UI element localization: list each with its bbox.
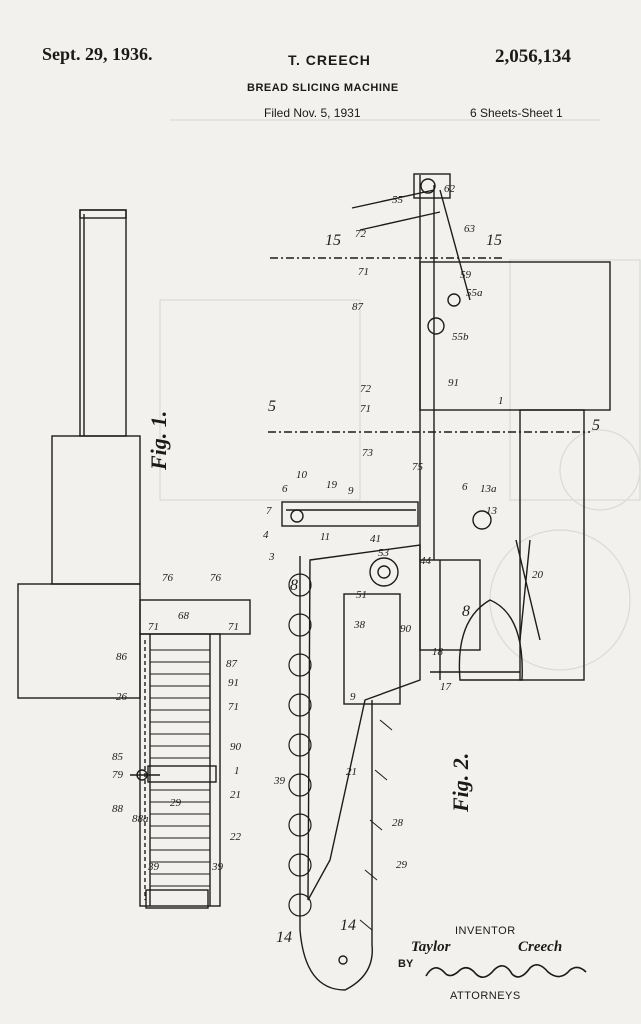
svg-text:85: 85 [112,751,124,763]
svg-text:91: 91 [228,677,239,689]
svg-text:55: 55 [392,194,404,206]
svg-text:68: 68 [178,610,190,622]
svg-text:62: 62 [444,183,456,195]
bleed-through-shadow [159,119,641,671]
figure-2-drawing [268,173,611,991]
section-line-marks: 15 15 5 5 8 8 14 14 [268,232,600,946]
svg-text:88: 88 [112,803,124,815]
inventor-last-name: Creech [518,939,563,955]
svg-text:71: 71 [148,621,159,633]
svg-text:53: 53 [378,547,390,559]
svg-text:14: 14 [276,929,292,946]
svg-text:8: 8 [462,603,470,620]
svg-text:41: 41 [370,533,381,545]
svg-text:4: 4 [263,529,269,541]
svg-text:55a: 55a [466,287,483,299]
svg-text:90: 90 [230,741,242,753]
svg-text:76: 76 [162,572,174,584]
svg-text:38: 38 [353,619,366,631]
svg-text:91: 91 [448,377,459,389]
svg-text:87: 87 [352,301,364,313]
svg-text:71: 71 [360,403,371,415]
svg-text:73: 73 [362,447,374,459]
svg-text:29: 29 [396,859,408,871]
svg-text:72: 72 [360,383,372,395]
filed-date: Filed Nov. 5, 1931 [264,106,361,120]
svg-text:21: 21 [346,766,357,778]
svg-text:29: 29 [170,797,182,809]
inventor-name-header: T. CREECH [288,52,371,68]
svg-text:6: 6 [462,481,468,493]
svg-text:72: 72 [355,228,367,240]
svg-text:39: 39 [273,775,286,787]
svg-text:15: 15 [325,232,341,249]
svg-text:9: 9 [348,485,354,497]
svg-text:79: 79 [112,769,124,781]
svg-text:10: 10 [296,469,308,481]
svg-text:86: 86 [116,651,128,663]
svg-text:14: 14 [340,917,356,934]
sheet-count: 6 Sheets-Sheet 1 [470,106,563,120]
attorneys-label: ATTORNEYS [450,990,521,1002]
svg-text:39: 39 [147,861,160,873]
svg-text:18: 18 [432,646,444,658]
figure-1-drawing [17,209,251,909]
svg-text:13: 13 [486,505,498,517]
svg-text:51: 51 [356,589,367,601]
svg-text:6: 6 [282,483,288,495]
svg-text:8: 8 [290,577,298,594]
svg-text:5: 5 [268,398,276,415]
svg-text:39: 39 [211,861,224,873]
svg-text:55b: 55b [452,331,469,343]
svg-text:1: 1 [498,395,504,407]
svg-text:20: 20 [532,569,544,581]
svg-text:22: 22 [230,831,242,843]
svg-text:11: 11 [320,531,330,543]
svg-text:7: 7 [266,505,272,517]
svg-text:3: 3 [268,551,275,563]
svg-text:19: 19 [326,479,338,491]
inventor-label: INVENTOR [455,925,516,937]
svg-text:75: 75 [412,461,424,473]
attorney-signature [425,964,587,978]
svg-text:90: 90 [400,623,412,635]
svg-text:59: 59 [460,269,472,281]
svg-text:28: 28 [392,817,404,829]
by-label: BY [398,958,414,970]
svg-text:44: 44 [420,555,432,567]
svg-text:21: 21 [230,789,241,801]
svg-text:15: 15 [486,232,502,249]
figure-1-label: Fig. 1. [146,410,171,470]
svg-text:5: 5 [592,417,600,434]
patent-date: Sept. 29, 1936. [42,44,153,64]
svg-text:88a: 88a [132,813,149,825]
svg-text:13a: 13a [480,483,497,495]
patent-title: BREAD SLICING MACHINE [247,82,399,94]
svg-text:63: 63 [464,223,476,235]
figure-1-reference-numerals: 76 76 68 71 71 86 87 91 26 71 85 79 88 88a 90 1 21… [112,572,242,873]
svg-text:87: 87 [226,658,238,670]
svg-text:17: 17 [440,681,452,693]
inventor-first-name: Taylor [411,939,451,955]
svg-text:71: 71 [228,621,239,633]
patent-number: 2,056,134 [495,46,571,67]
svg-text:71: 71 [358,266,369,278]
figure-2-label: Fig. 2. [448,752,473,812]
svg-text:76: 76 [210,572,222,584]
svg-text:1: 1 [234,765,240,777]
svg-text:9: 9 [350,691,356,703]
svg-text:71: 71 [228,701,239,713]
svg-text:26: 26 [116,691,128,703]
